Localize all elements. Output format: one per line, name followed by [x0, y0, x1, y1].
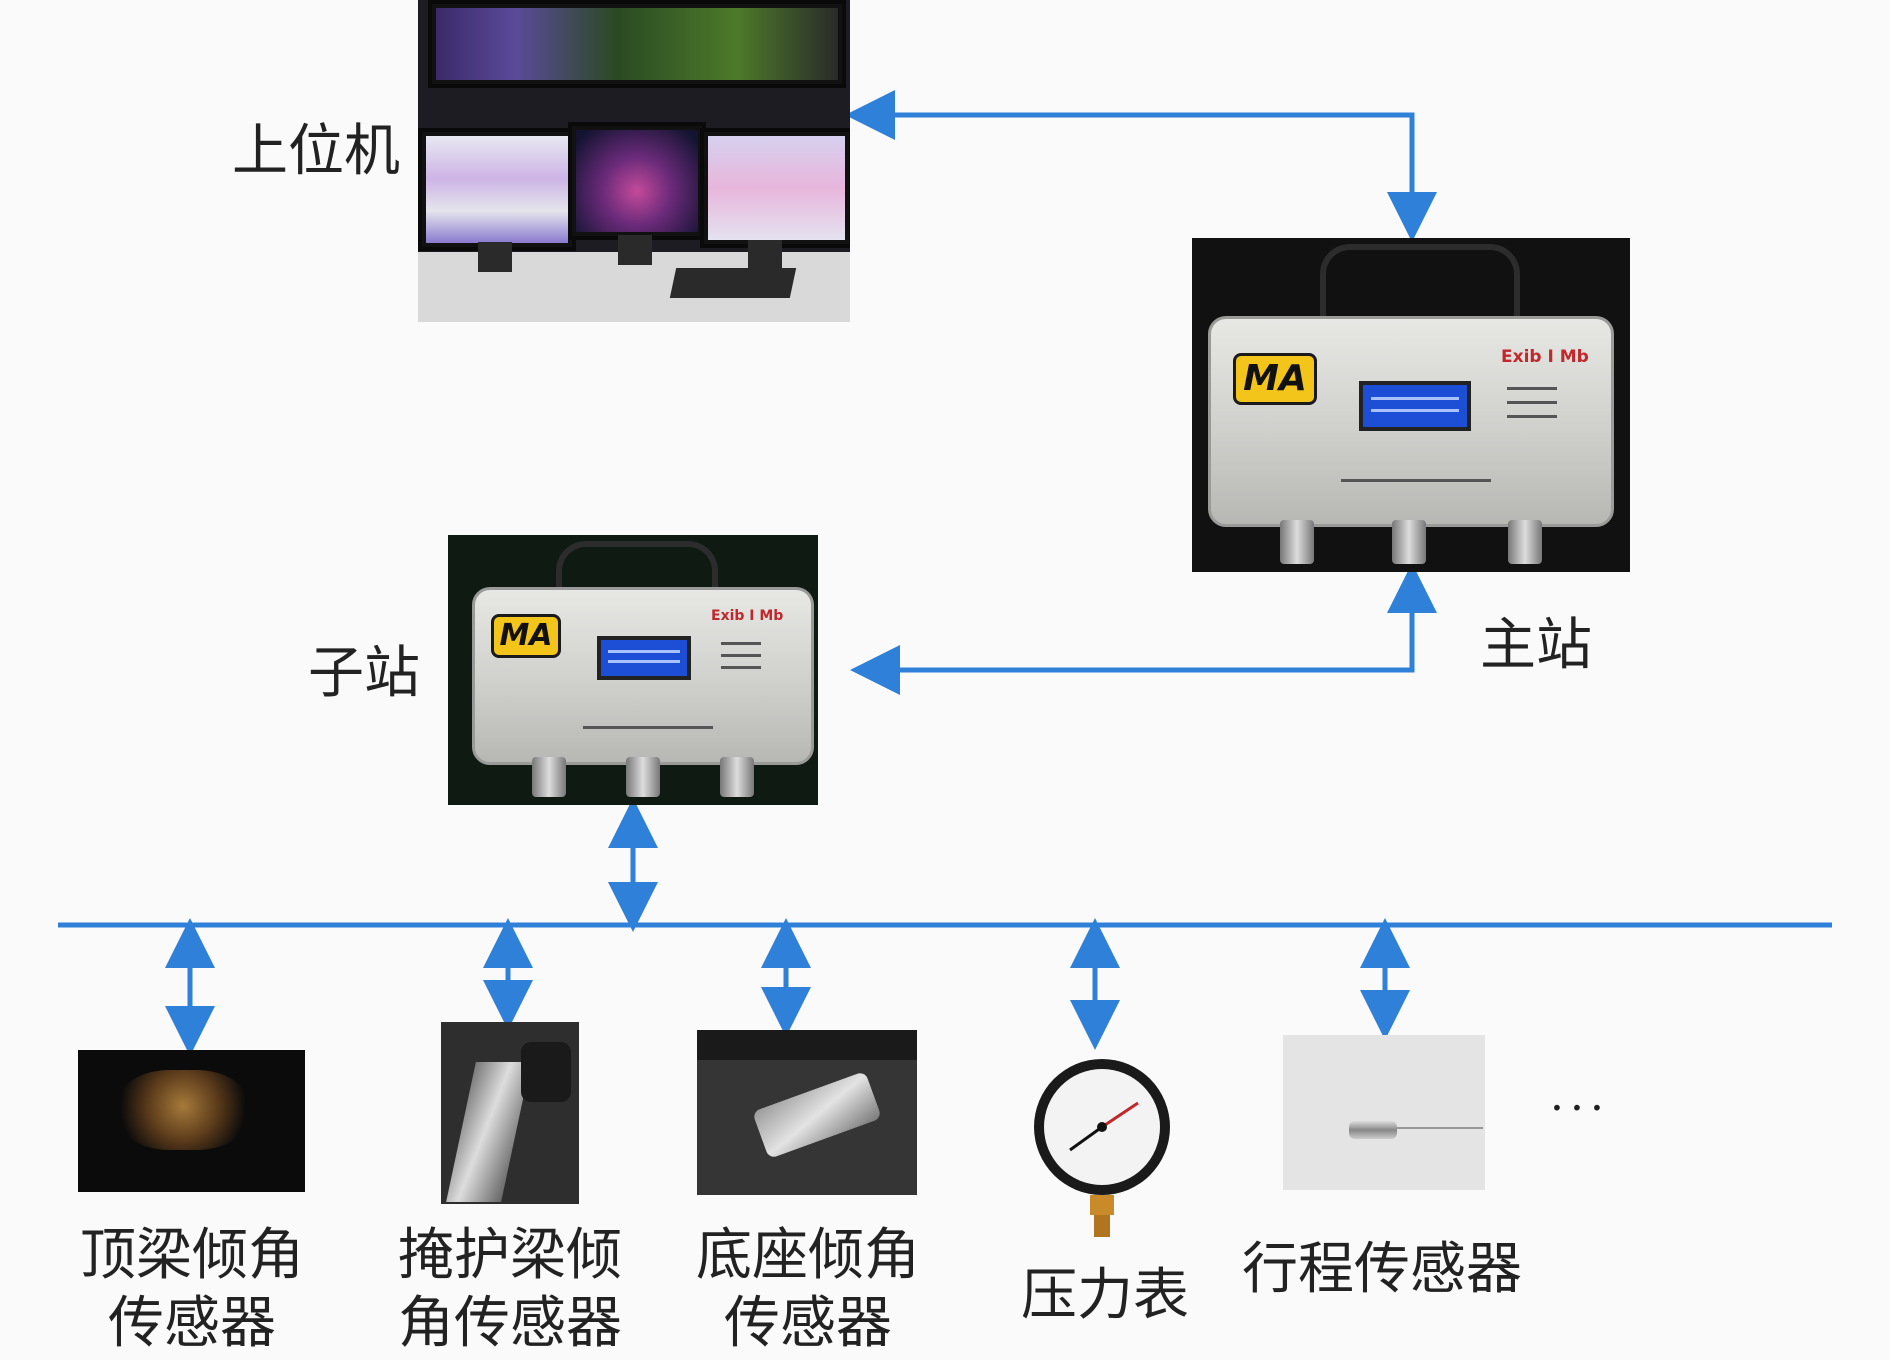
lcd-display: [597, 636, 691, 680]
sensor-label: 压力表: [1000, 1262, 1210, 1330]
cable-gland: [1392, 520, 1426, 564]
sensor-label: 行程传感器: [1232, 1236, 1532, 1304]
pressure-gauge-photo: [1034, 1059, 1170, 1237]
cable-gland: [720, 757, 754, 797]
explosion-proof-mark: Exib I Mb: [1501, 347, 1589, 367]
lcd-display: [1359, 381, 1471, 431]
main-station-photo: MA Exib I Mb: [1192, 238, 1630, 572]
host-computer-photo: [418, 0, 850, 322]
right-monitor: [700, 128, 850, 248]
shield-beam-inclination-sensor-photo: [441, 1022, 579, 1204]
monitor-stand: [618, 235, 652, 265]
monitor-stand: [748, 240, 782, 270]
cable-gland: [1508, 520, 1542, 564]
more-sensors-ellipsis: ···: [1550, 1083, 1610, 1134]
main-station-label: 主站: [1480, 613, 1592, 678]
sensor-label-line: 传感器: [724, 1291, 892, 1356]
sensor-label-line: 传感器: [108, 1291, 276, 1356]
sensor-label-line: 压力表: [1021, 1263, 1189, 1328]
sensor-label: 底座倾角 传感器: [686, 1222, 930, 1358]
cable-gland: [1280, 520, 1314, 564]
keyboard: [669, 268, 797, 298]
sensor-label-line: 行程传感器: [1242, 1237, 1522, 1302]
link-main-sub: [850, 563, 1437, 695]
sensor-label-line: 底座倾角: [696, 1223, 920, 1288]
link-host-main: [845, 90, 1437, 242]
ma-logo: MA: [491, 614, 561, 658]
monitor-stand: [478, 242, 512, 272]
sensor-label: 顶梁倾角 传感器: [70, 1222, 314, 1358]
sensor-label-line: 顶梁倾角: [80, 1223, 304, 1288]
carry-handle: [556, 541, 718, 603]
sub-station-photo: MA Exib I Mb: [448, 535, 818, 805]
cable-gland: [626, 757, 660, 797]
top-monitor: [428, 0, 846, 88]
center-monitor: [568, 122, 706, 240]
stroke-sensor-photo: [1283, 1035, 1485, 1190]
sensor-label-line: 掩护梁倾: [398, 1223, 622, 1288]
ma-logo: MA: [1233, 353, 1317, 405]
explosion-proof-mark: Exib I Mb: [711, 608, 784, 624]
station-enclosure: MA Exib I Mb: [472, 587, 814, 765]
base-inclination-sensor-photo: [697, 1030, 917, 1195]
sub-station-label: 子站: [308, 641, 420, 706]
sensor-label: 掩护梁倾 角传感器: [388, 1222, 632, 1358]
carry-handle: [1320, 244, 1520, 320]
top-beam-inclination-sensor-photo: [78, 1050, 305, 1192]
cable-gland: [532, 757, 566, 797]
station-enclosure: MA Exib I Mb: [1208, 316, 1614, 527]
sensor-label-line: 角传感器: [398, 1291, 622, 1356]
left-monitor: [418, 128, 576, 251]
host-label: 上位机: [232, 119, 400, 184]
